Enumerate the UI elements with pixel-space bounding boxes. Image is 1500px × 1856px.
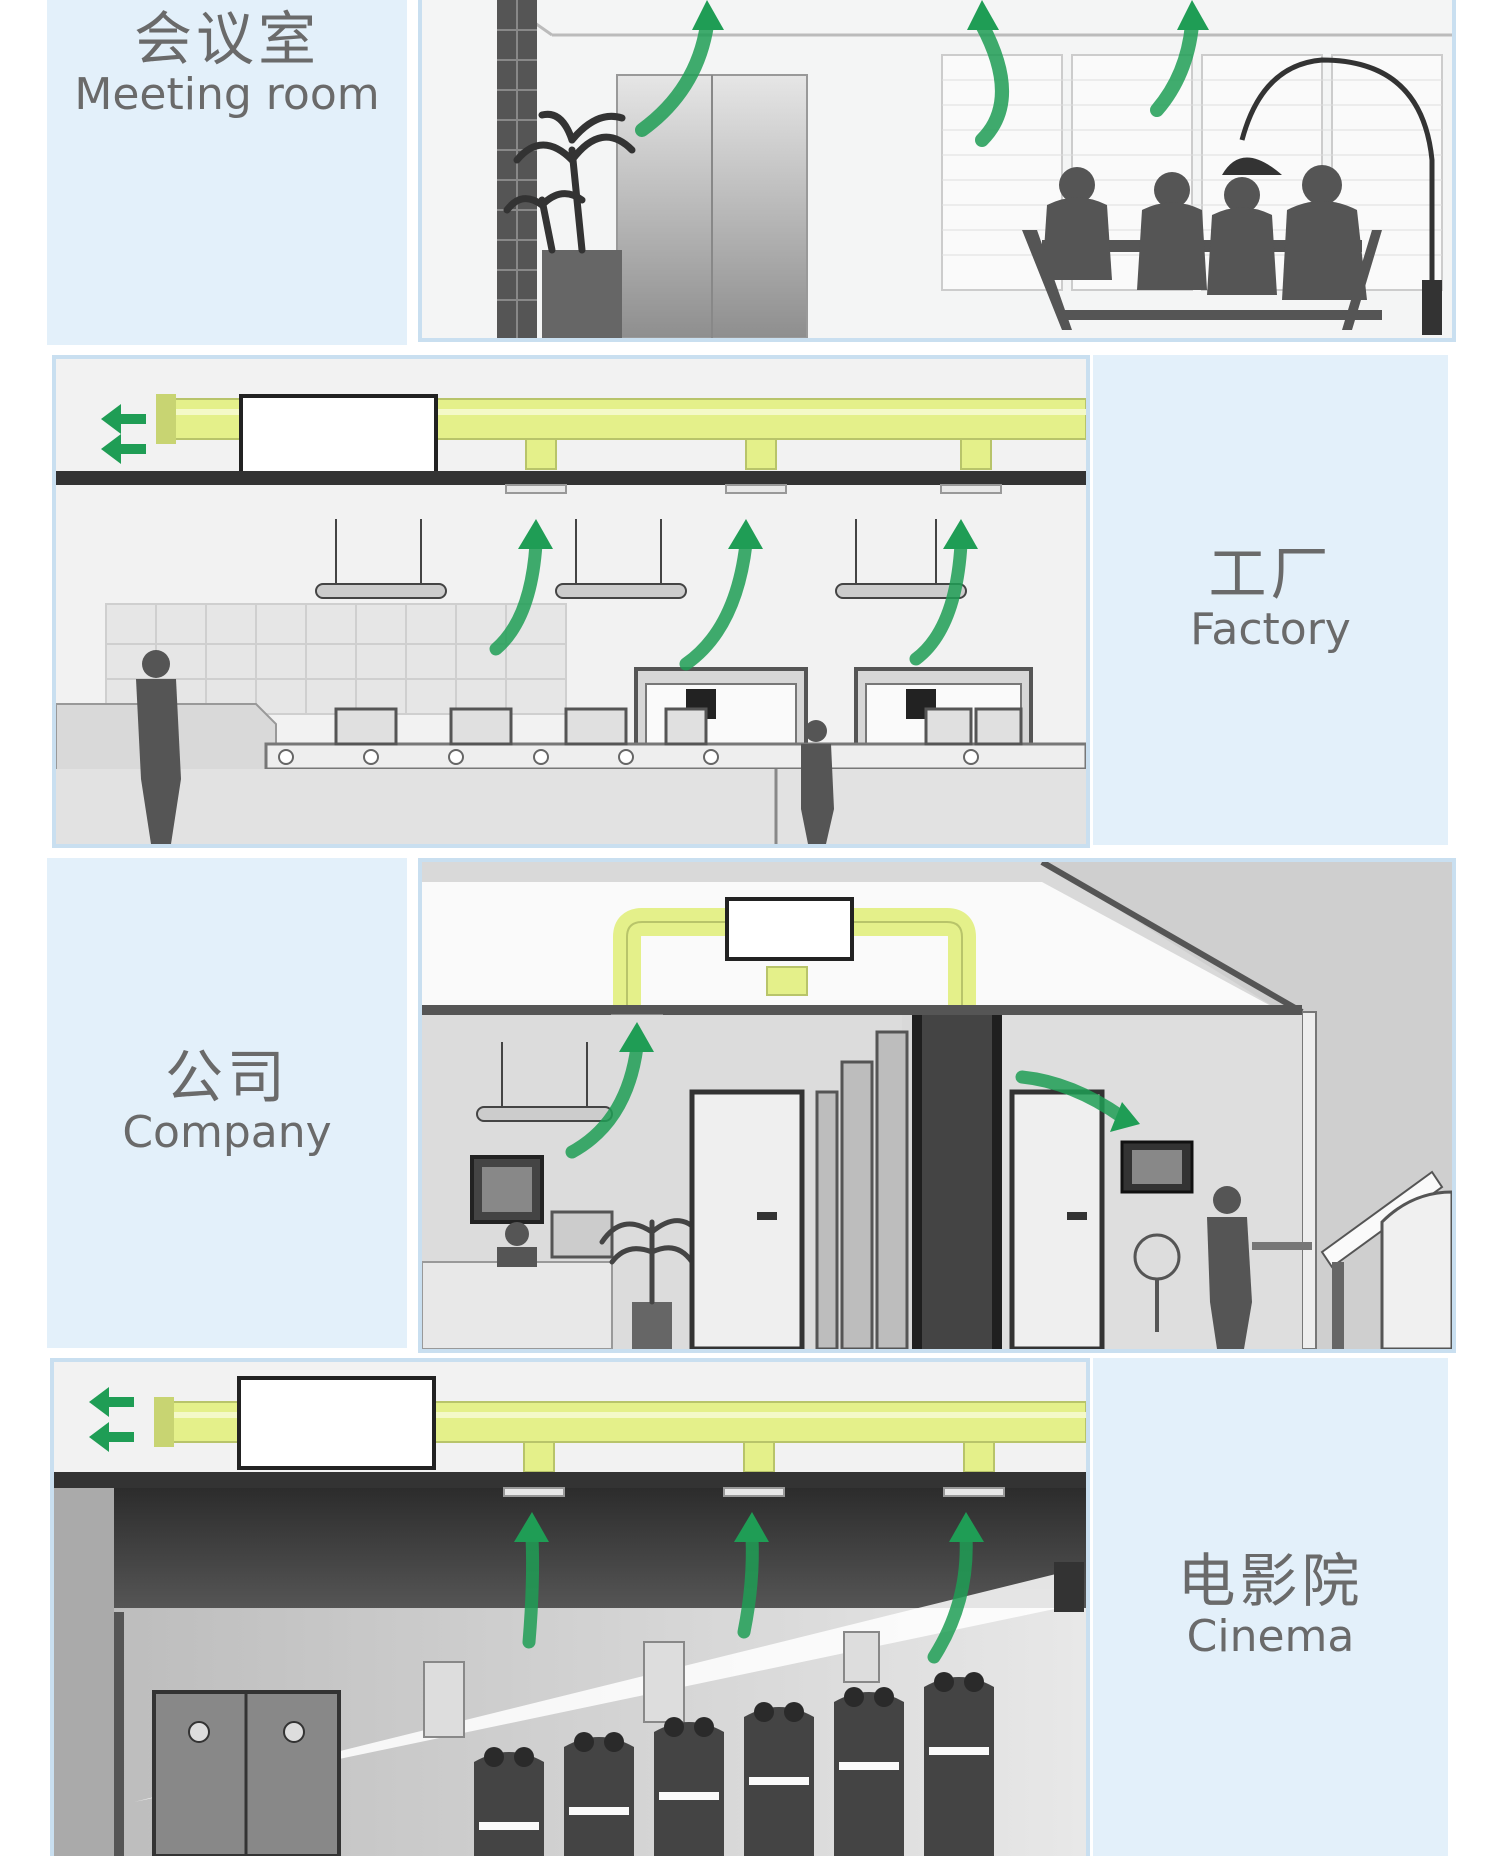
meeting-room-illustration bbox=[418, 0, 1456, 342]
company-label-en: Company bbox=[122, 1107, 332, 1159]
cinema-label-cn: 电影院 bbox=[1177, 1547, 1364, 1616]
factory-label: 工厂 Factory bbox=[1093, 355, 1448, 845]
cinema-label-en: Cinema bbox=[1186, 1611, 1355, 1663]
meeting-room-label-cn: 会议室 bbox=[133, 5, 320, 74]
company-label-cn: 公司 bbox=[164, 1043, 289, 1112]
factory-illustration bbox=[52, 355, 1090, 848]
meeting-room-label-panel bbox=[47, 0, 407, 345]
company-label: 公司 Company bbox=[47, 858, 407, 1348]
meeting-room-label-en: Meeting room bbox=[74, 69, 380, 121]
factory-label-cn: 工厂 bbox=[1208, 540, 1333, 609]
cinema-label-panel bbox=[1093, 1358, 1448, 1856]
cinema-illustration bbox=[50, 1358, 1090, 1856]
company-illustration bbox=[418, 858, 1456, 1353]
meeting-room-label: 会议室 Meeting room bbox=[47, 0, 407, 130]
factory-label-panel bbox=[1093, 355, 1448, 845]
cinema-label: 电影院 Cinema bbox=[1093, 1358, 1448, 1856]
company-label-panel bbox=[47, 858, 407, 1348]
factory-label-en: Factory bbox=[1190, 604, 1351, 656]
